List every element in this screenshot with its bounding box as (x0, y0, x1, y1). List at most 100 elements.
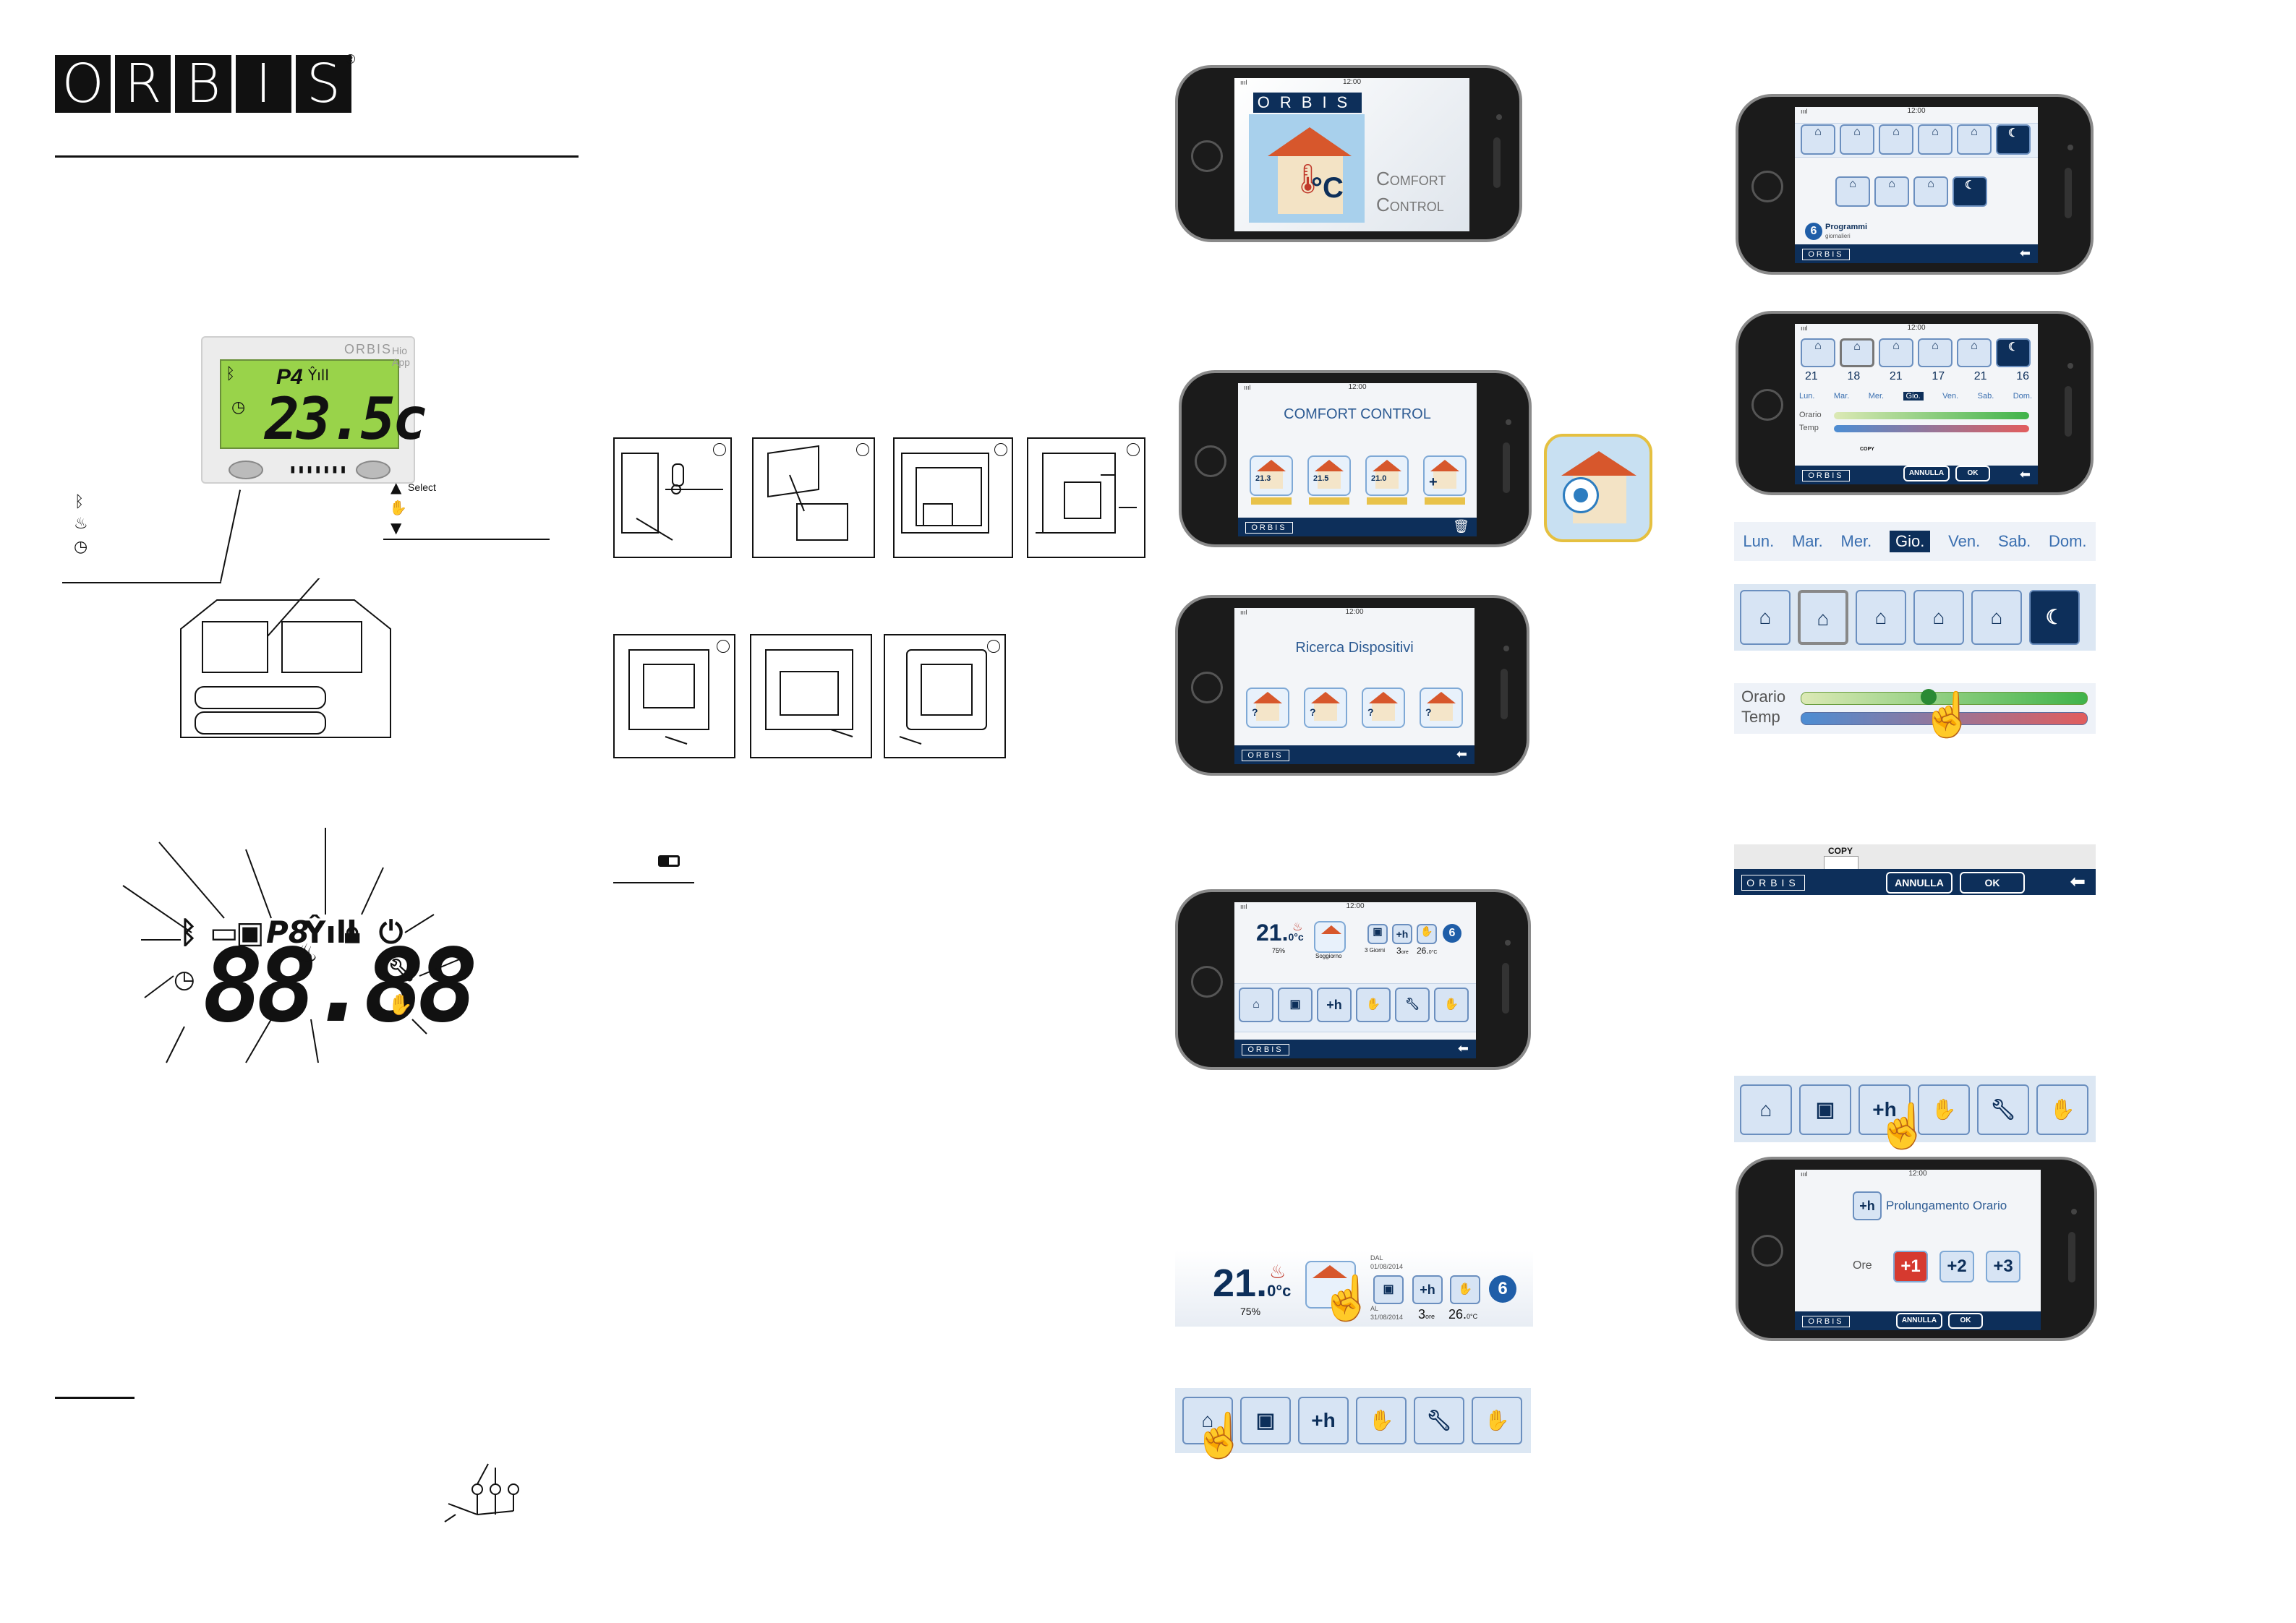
plus-h-button[interactable]: +h (1317, 988, 1352, 1022)
up-arrow-icon: ▲ (391, 479, 402, 496)
device-house-icon[interactable]: 21.5 (1307, 455, 1351, 505)
bluetooth-icon: ᛒ (179, 915, 198, 950)
flame-icon: ♨ (1292, 921, 1303, 933)
holiday-label: 3 Giorni (1365, 947, 1386, 954)
program-count-badge: 6 (1805, 223, 1822, 240)
home-mode-button[interactable]: ⌂ (1740, 1084, 1792, 1135)
unknown-device-icon[interactable]: ? (1246, 688, 1289, 728)
plus-h-icon: +h (1392, 924, 1412, 944)
temp-label: Temp (1799, 424, 1819, 432)
unknown-device-icon[interactable]: ? (1304, 688, 1347, 728)
program-slots-enlarged[interactable]: ⌂ ⌂ ⌂ ⌂ ⌂ ☾ (1734, 584, 2096, 651)
power-icon: ⏻ (379, 915, 404, 950)
pointing-hand-icon: ☝ (1320, 1274, 1374, 1322)
hour-plus-1-button[interactable]: +1 (1893, 1251, 1928, 1282)
manual-temp: 26.0°C (1417, 946, 1438, 956)
battery-level: 75% (1272, 947, 1286, 954)
manual-button[interactable]: ✋ (1918, 1084, 1970, 1135)
home-mode-button[interactable]: ⌂ (1239, 988, 1273, 1022)
orario-label: Orario (1799, 411, 1822, 419)
clock-icon: ◷ (74, 538, 88, 556)
settings-button[interactable]: 🔧︎ (1395, 988, 1430, 1022)
sliders-enlarged: Orario Temp ☝ (1734, 683, 2096, 739)
back-arrow-icon[interactable]: ⬅ (2019, 467, 2031, 481)
back-arrow-icon[interactable]: ⬅ (1457, 1041, 1469, 1055)
manual-button[interactable]: ✋ (1356, 988, 1391, 1022)
copy-label[interactable]: COPY (1860, 447, 1874, 452)
right-knob[interactable] (356, 461, 391, 479)
temp-slider[interactable] (1801, 712, 2088, 725)
manual-temp-button[interactable]: ✋ (1472, 1397, 1522, 1444)
cancel-button[interactable]: ANNULLA (1896, 1313, 1942, 1329)
logo-letter: B (175, 55, 231, 113)
home-mode-button[interactable]: ⌂ (1182, 1397, 1233, 1444)
program-icons-row1[interactable]: ⌂⌂⌂⌂⌂☾ (1801, 124, 2032, 155)
suitcase-icon: ▣ (236, 915, 265, 950)
wrench-icon: 🔧︎ (388, 958, 416, 983)
orbis-logo: O R B I S (55, 55, 352, 113)
ore-label: Ore (1853, 1259, 1872, 1272)
current-temperature: 21.0°c (1213, 1262, 1292, 1305)
holiday-button[interactable]: ▣ (1799, 1084, 1851, 1135)
extend-value: 3ore (1396, 946, 1409, 956)
orario-slider[interactable] (1834, 412, 2029, 419)
thermostat-mechanism-drawing (180, 578, 391, 738)
manual-button[interactable]: ✋ (1356, 1397, 1407, 1444)
add-device-icon[interactable]: + (1423, 455, 1467, 505)
install-step-7 (884, 634, 1006, 758)
back-arrow-icon[interactable]: ⬅ (1456, 747, 1467, 761)
manual-temp-button[interactable]: ✋ (2036, 1084, 2088, 1135)
orbis-logo: ORBIS (1253, 93, 1362, 113)
lock-icon: 🔒︎ (344, 915, 361, 950)
clock-icon: ◷ (231, 398, 246, 416)
app-title-line1: Comfort (1376, 168, 1446, 189)
hour-plus-3-button[interactable]: +3 (1986, 1251, 2020, 1282)
wiring-diagram (444, 1463, 519, 1523)
screen-title: COMFORT CONTROL (1284, 406, 1431, 422)
install-step-5 (613, 634, 735, 758)
temp-label: Temp (1741, 708, 1780, 726)
settings-button[interactable]: 🔧︎ (1414, 1397, 1464, 1444)
back-arrow-icon[interactable]: ⬅ (2019, 246, 2031, 260)
temp-slider[interactable] (1834, 425, 2029, 432)
left-knob[interactable] (229, 461, 263, 479)
holiday-button[interactable]: ▣ (1278, 988, 1313, 1022)
cancel-button[interactable]: ANNULLA (1886, 872, 1953, 894)
manual-temp-button[interactable]: ✋ (1434, 988, 1469, 1022)
settings-button[interactable]: 🔧︎ (1977, 1084, 2029, 1135)
hand-icon: ✋ (389, 499, 407, 516)
plus-h-button[interactable]: +h (1858, 1084, 1911, 1135)
install-step-3 (893, 437, 1013, 558)
mode-house-icon[interactable] (1305, 1261, 1356, 1309)
cancel-button[interactable]: ANNULLA (1903, 466, 1950, 481)
signal-icon: Ŷıll (308, 367, 329, 384)
lcd-program: P8 (266, 915, 310, 950)
trash-icon[interactable]: 🗑︎ (1453, 519, 1469, 534)
day-selector[interactable]: Lun.Mar.Mer.Gio.Ven.Sab.Dom. (1799, 392, 2032, 401)
lcd-legend: ᛒ ▭ ▣ P8 Ŷıll 🔒︎ ⏻ ◷ 88.88 ♨ 🔧︎ ✋ (174, 915, 478, 1037)
program-icons-row2[interactable]: ⌂⌂⌂☾ (1835, 176, 1994, 207)
ok-button[interactable]: OK (1955, 466, 1990, 481)
holiday-button[interactable]: ▣ (1240, 1397, 1291, 1444)
plus-h-button[interactable]: +h (1298, 1397, 1349, 1444)
unknown-device-icon[interactable]: ? (1362, 688, 1405, 728)
device-house-icon[interactable]: 21.3 (1250, 455, 1293, 505)
vents: ▮▮▮▮▮▮▮ (289, 462, 349, 476)
orario-slider[interactable] (1801, 692, 2088, 705)
pointing-hand-icon: ☝ (1192, 1411, 1247, 1460)
ok-button[interactable]: OK (1948, 1313, 1983, 1329)
back-arrow-icon[interactable]: ⬅ (2070, 870, 2086, 892)
bluetooth-icon: ᛒ (226, 365, 236, 383)
day-selector-enlarged[interactable]: Lun.Mar.Mer.Gio.Ven.Sab.Dom. (1734, 522, 2096, 561)
orario-label: Orario (1741, 688, 1786, 706)
hour-plus-2-button[interactable]: +2 (1939, 1251, 1974, 1282)
eye-icon (1563, 477, 1599, 513)
device-house-icon[interactable]: 21.0 (1365, 455, 1409, 505)
unknown-device-icon[interactable]: ? (1420, 688, 1463, 728)
ok-button[interactable]: OK (1960, 872, 2025, 894)
program-slots[interactable]: ⌂⌂⌂⌂⌂☾ (1801, 338, 2032, 367)
